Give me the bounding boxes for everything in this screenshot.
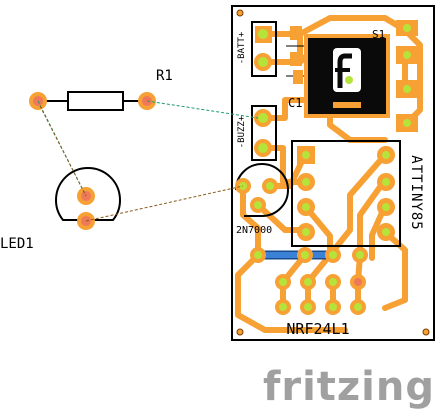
trace: [357, 177, 388, 258]
ratsnest-line: [85, 185, 244, 222]
transistor-pad-center: [254, 201, 262, 209]
mount-hole-top-left: [236, 9, 244, 17]
chip-pin-center: [382, 228, 390, 236]
radio-pad-center: [301, 251, 309, 259]
radio-pad-center: [304, 278, 312, 286]
transistor-outline: [244, 163, 289, 217]
ratsnest-lines: [37, 100, 259, 222]
attiny85-chip: ATTINY85: [291, 140, 424, 247]
radio-pad-center: [254, 251, 262, 259]
switch-pad-center: [403, 51, 411, 59]
buzzer-pad-center: [258, 143, 268, 153]
resistor-body: [67, 91, 124, 111]
trace: [327, 152, 388, 258]
resistor-r1: R1: [29, 68, 173, 111]
radio-pad-center: [279, 303, 287, 311]
attiny85-outline: [291, 140, 401, 247]
chip-pin-center: [382, 151, 390, 159]
radio-pad-center: [304, 303, 312, 311]
trace: [369, 203, 388, 261]
switch-pad-center: [403, 119, 411, 127]
radio-pad-center: [329, 303, 337, 311]
chip-logo-glyph: [337, 53, 352, 88]
battery-header: -BATT+: [237, 21, 277, 77]
chip-pin-center: [382, 203, 390, 211]
radio-pad-center-red: [354, 278, 362, 286]
buzzer-header: -BUZZ+: [237, 105, 277, 161]
trace: [382, 229, 408, 311]
switch-label: S1: [372, 28, 385, 41]
cap-pad: [290, 26, 302, 40]
buzzer-pad-center: [258, 113, 268, 123]
resistor-label: R1: [156, 68, 173, 84]
chip-pin-center: [382, 178, 390, 186]
radio-pad-center: [329, 278, 337, 286]
regulator-chip: C1: [288, 34, 390, 118]
led-led1: LED1: [0, 167, 121, 252]
battery-header-outline: [251, 21, 277, 77]
mount-hole-bottom-left: [236, 328, 244, 336]
transistor-pad-center: [266, 182, 274, 190]
nrf24l01-header: NRF24L1: [250, 247, 368, 338]
battery-label: -BATT+: [237, 31, 247, 64]
radio-label: NRF24L1: [286, 320, 349, 338]
chip-pin-center: [302, 203, 310, 211]
switch-pad-center: [403, 24, 411, 32]
battery-pad-center: [258, 57, 268, 67]
radio-pad-center: [279, 278, 287, 286]
cap-pad: [293, 70, 303, 84]
radio-pad-center: [329, 251, 337, 259]
ratsnest-line: [39, 105, 87, 197]
ratsnest-line: [146, 100, 259, 119]
chip-logo-dot: [345, 76, 353, 84]
buzzer-header-outline: [251, 105, 277, 161]
battery-pad-center: [258, 29, 268, 39]
trace: [260, 15, 408, 37]
chip-pin-center: [302, 151, 310, 159]
radio-pad-center: [356, 251, 364, 259]
attiny85-label: ATTINY85: [408, 155, 424, 230]
buzzer-label: -BUZZ+: [237, 115, 247, 148]
mount-hole-bottom-right: [422, 328, 430, 336]
cap-label-c1: C1: [288, 96, 302, 110]
trace: [240, 183, 261, 258]
chip-pin-center: [302, 228, 310, 236]
chip-tab: [333, 102, 361, 108]
capacitor-c2: [286, 26, 306, 84]
cap-pad: [290, 52, 302, 66]
transistor-label: 2N7000: [236, 225, 272, 236]
led-label: LED1: [0, 236, 34, 252]
trace: [235, 252, 348, 333]
switch-pad-center: [403, 85, 411, 93]
fritzing-logo: fritzing: [263, 364, 435, 410]
chip-pin-center: [302, 178, 310, 186]
switch-s1: S1: [372, 20, 418, 132]
radio-pad-center: [354, 303, 362, 311]
transistor-2n7000: 2N7000: [235, 163, 289, 236]
